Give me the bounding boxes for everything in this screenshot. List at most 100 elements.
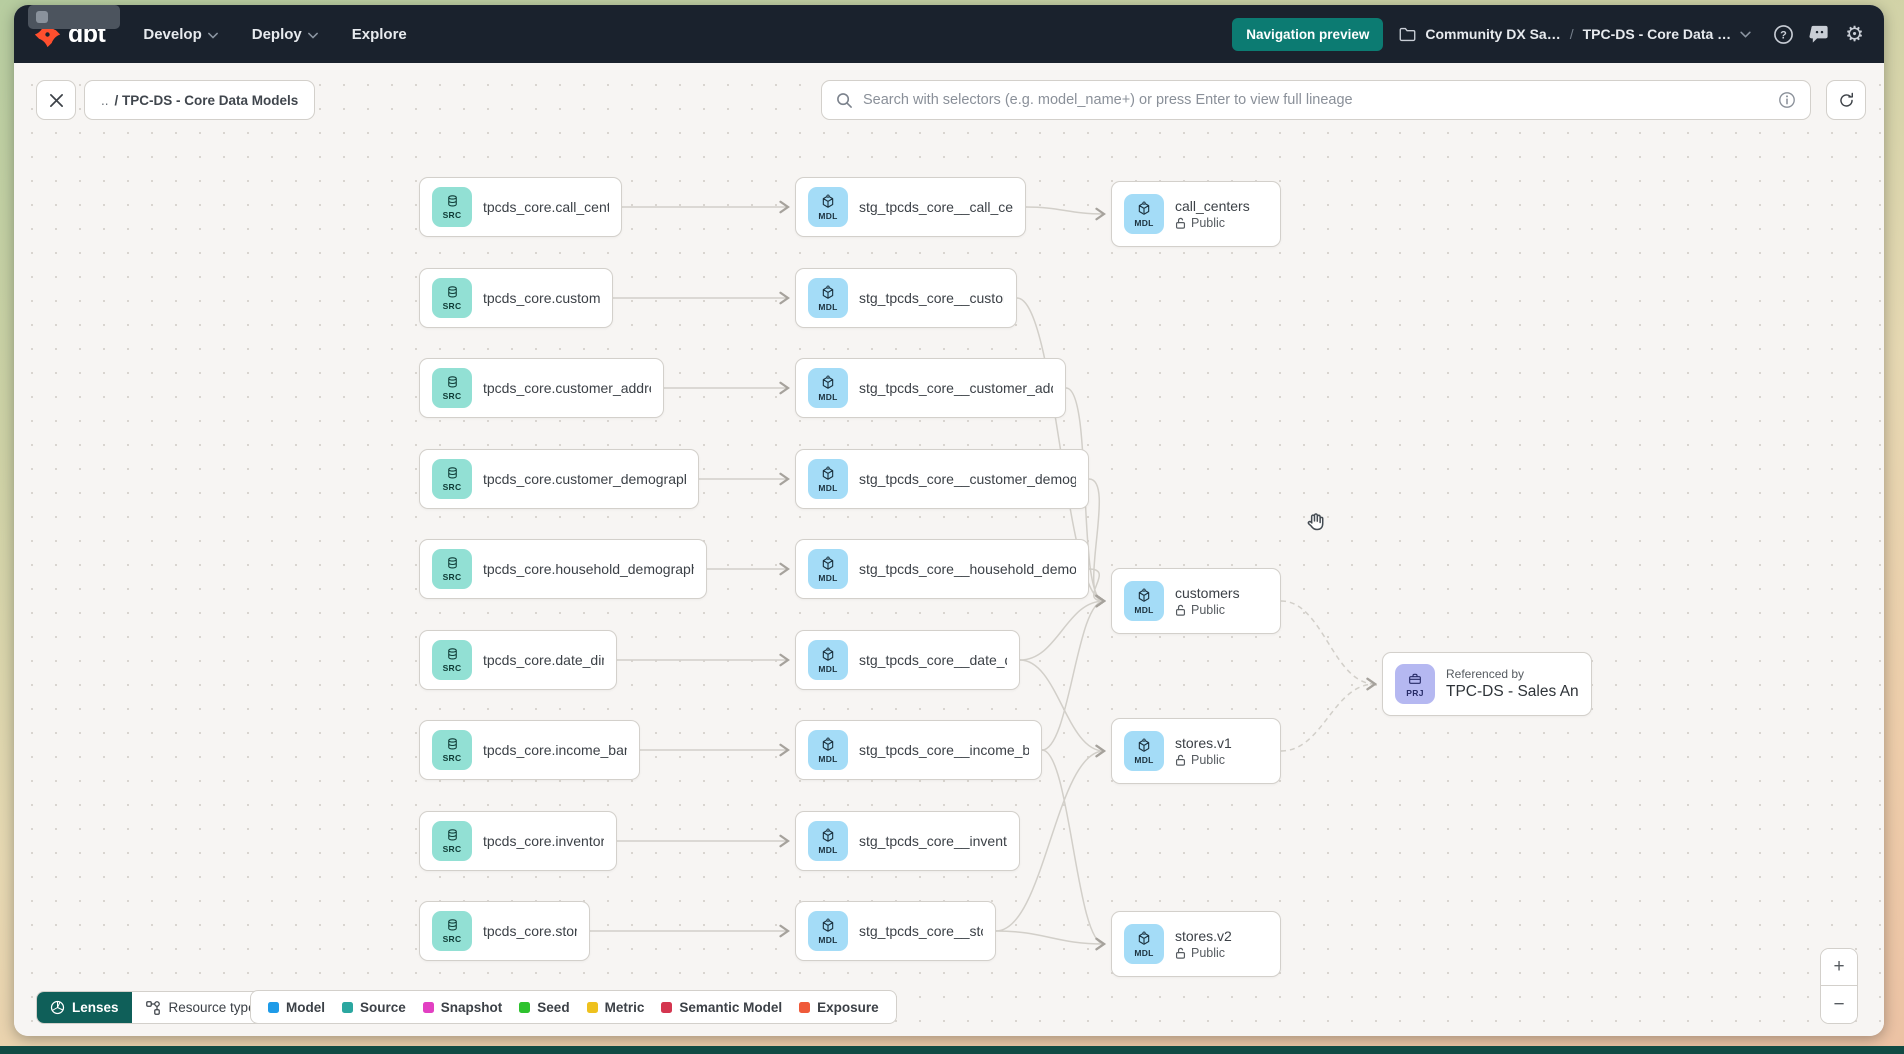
lenses-control: Lenses Resource type bbox=[36, 991, 289, 1024]
node-label: tpcds_core.customer_address bbox=[483, 380, 651, 396]
database-icon bbox=[447, 195, 457, 207]
public-lock-open-icon bbox=[1175, 947, 1186, 959]
graph-node-m5[interactable]: MDLstg_tpcds_core__household_demogr... bbox=[795, 539, 1089, 599]
node-label: stg_tpcds_core__customer bbox=[859, 290, 1004, 306]
database-icon bbox=[447, 376, 457, 388]
lineage-edge bbox=[1088, 568, 1106, 608]
breadcrumb-page[interactable]: TPC-DS - Core Data … bbox=[1582, 26, 1732, 42]
lenses-label: Lenses bbox=[72, 1000, 119, 1015]
legend-swatch bbox=[799, 1001, 811, 1013]
lineage-edge bbox=[1041, 749, 1106, 951]
lineage-breadcrumb-chip[interactable]: .. / TPC-DS - Core Data Models bbox=[84, 80, 316, 120]
node-kicker: Referenced by bbox=[1446, 667, 1525, 681]
zoom-in-button[interactable]: + bbox=[1821, 949, 1857, 986]
svg-text:?: ? bbox=[1780, 29, 1787, 41]
lineage-edge bbox=[1025, 206, 1106, 221]
refresh-lineage-button[interactable] bbox=[1826, 80, 1866, 120]
lenses-button[interactable]: Lenses bbox=[37, 992, 132, 1023]
model-cube-icon bbox=[1138, 931, 1150, 945]
model-cube-icon bbox=[822, 466, 834, 480]
screen-share-overlay bbox=[28, 5, 120, 29]
main-menu: Develop Deploy Explore bbox=[143, 26, 406, 43]
graph-node-m4[interactable]: MDLstg_tpcds_core__customer_demogra... bbox=[795, 449, 1089, 509]
feedback-icon[interactable] bbox=[1809, 24, 1830, 45]
node-label: tpcds_core.customer bbox=[483, 290, 600, 306]
node-label: tpcds_core.income_band bbox=[483, 742, 627, 758]
node-label: stg_tpcds_core__inventory bbox=[859, 833, 1007, 849]
lineage-up-link[interactable]: .. bbox=[101, 92, 109, 108]
node-type-badge: MDL bbox=[808, 368, 848, 408]
node-label: stores.v1 bbox=[1175, 735, 1232, 751]
search-input[interactable] bbox=[863, 92, 1768, 108]
resource-type-icon bbox=[145, 1000, 160, 1015]
info-icon[interactable] bbox=[1778, 91, 1796, 109]
node-label: stg_tpcds_core__customer_address bbox=[859, 380, 1053, 396]
node-type-badge: SRC bbox=[432, 640, 472, 680]
node-access: Public bbox=[1175, 216, 1250, 230]
public-lock-open-icon bbox=[1175, 754, 1186, 766]
public-lock-open-icon bbox=[1175, 217, 1186, 229]
node-type-badge: PRJ bbox=[1395, 664, 1435, 704]
model-cube-icon bbox=[1138, 588, 1150, 602]
resource-type-label: Resource type bbox=[168, 1000, 256, 1015]
database-icon bbox=[447, 829, 457, 841]
graph-node-m7[interactable]: MDL stg_tpcds_core__income_band bbox=[795, 720, 1042, 780]
graph-node-m2[interactable]: MDL stg_tpcds_core__customer bbox=[795, 268, 1017, 328]
nav-item-develop[interactable]: Develop bbox=[143, 26, 218, 43]
node-type-badge: MDL bbox=[1124, 194, 1164, 234]
navigation-preview-button[interactable]: Navigation preview bbox=[1232, 17, 1384, 51]
graph-node-m3[interactable]: MDL stg_tpcds_core__customer_address bbox=[795, 358, 1066, 418]
chevron-down-icon[interactable] bbox=[1740, 31, 1751, 38]
node-type-badge: MDL bbox=[808, 730, 848, 770]
node-type-badge: SRC bbox=[432, 459, 472, 499]
breadcrumb-project[interactable]: Community DX Sa… bbox=[1425, 26, 1561, 42]
settings-gear-icon[interactable]: ⚙ bbox=[1845, 22, 1864, 46]
node-label: tpcds_core.store bbox=[483, 923, 577, 939]
database-icon bbox=[447, 919, 457, 931]
help-icon[interactable]: ? bbox=[1773, 24, 1794, 45]
node-label: stores.v2 bbox=[1175, 928, 1232, 944]
node-label: stg_tpcds_core__income_band bbox=[859, 742, 1029, 758]
database-icon bbox=[447, 286, 457, 298]
database-icon bbox=[447, 467, 457, 479]
close-lineage-button[interactable] bbox=[36, 80, 76, 120]
model-cube-icon bbox=[822, 285, 834, 299]
zoom-out-button[interactable]: − bbox=[1821, 986, 1857, 1023]
chevron-down-icon bbox=[307, 32, 318, 39]
legend-item: Semantic Model bbox=[661, 1000, 782, 1015]
breadcrumb-separator: / bbox=[1569, 26, 1574, 42]
lineage-edge bbox=[1280, 677, 1377, 752]
lenses-icon bbox=[50, 1000, 65, 1015]
node-type-badge: MDL bbox=[808, 549, 848, 589]
node-label: stg_tpcds_core__date_dim bbox=[859, 652, 1007, 668]
nav-item-explore[interactable]: Explore bbox=[351, 25, 407, 43]
legend-item: Exposure bbox=[799, 1000, 879, 1015]
nav-item-deploy[interactable]: Deploy bbox=[252, 26, 318, 43]
chevron-down-icon bbox=[207, 32, 218, 39]
lineage-edge bbox=[1019, 594, 1106, 661]
model-cube-icon bbox=[822, 647, 834, 661]
node-label: tpcds_core.household_demographics bbox=[483, 561, 694, 577]
lineage-canvas[interactable]: .. / TPC-DS - Core Data Models bbox=[14, 63, 1884, 1036]
node-type-badge: MDL bbox=[808, 278, 848, 318]
